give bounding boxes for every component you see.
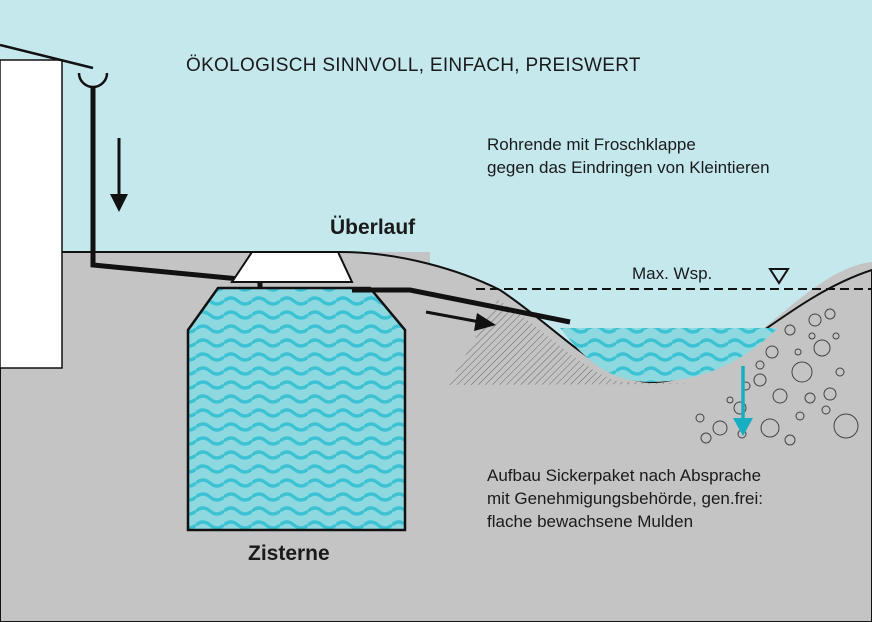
swale-air (430, 252, 872, 382)
house-wall (0, 59, 63, 369)
infiltration-note-line: mit Genehmigungsbehörde, gen.frei: (487, 489, 763, 508)
overflow-label: Überlauf (330, 216, 416, 239)
cistern-label: Zisterne (248, 542, 330, 565)
infiltration-note-line: flache bewachsene Mulden (487, 512, 694, 531)
arrow-down-icon (110, 138, 128, 212)
max-water-level-label: Max. Wsp. (632, 264, 713, 283)
overflow-pipe (352, 287, 571, 325)
roof-edge (0, 43, 94, 70)
hatched-slope (448, 300, 700, 385)
infiltration-note: Aufbau Sickerpaket nach Absprache mit Ge… (487, 464, 867, 533)
cistern-body (186, 286, 407, 532)
gutter (77, 72, 109, 89)
cistern-neck (230, 251, 354, 283)
infiltration-note-line: Aufbau Sickerpaket nach Absprache (487, 466, 762, 485)
swale-water (560, 328, 778, 382)
pipe-end-note-line: gegen das Eindringen von Kleintieren (487, 158, 770, 177)
arrow-right-icon (425, 310, 496, 331)
gravel-pack (695, 308, 859, 446)
water-level-marker-icon (768, 268, 790, 285)
pipe-end-note-line: Rohrende mit Froschklappe (487, 135, 696, 154)
pipe-end-note: Rohrende mit Froschklappe gegen das Eind… (487, 133, 867, 179)
diagram-title: ÖKOLOGISCH SINNVOLL, EINFACH, PREISWERT (186, 55, 641, 76)
infiltration-arrow-icon (733, 366, 753, 436)
sky (0, 0, 872, 252)
